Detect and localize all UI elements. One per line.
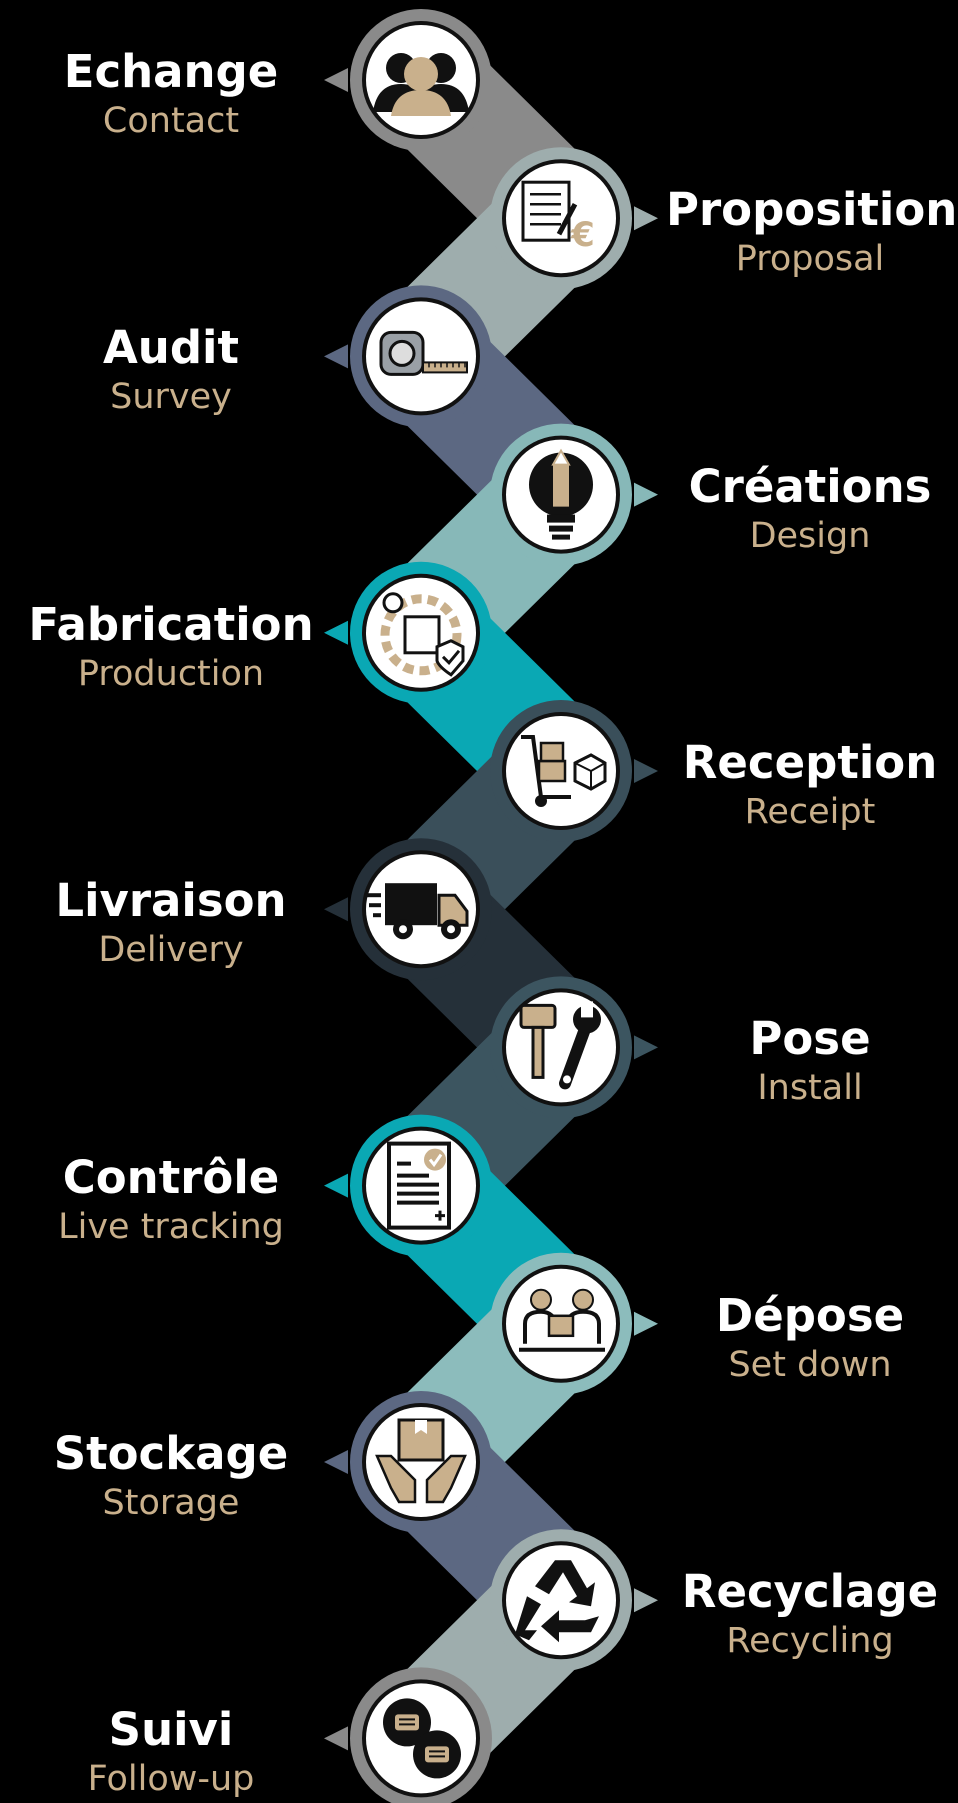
step-subtitle: Survey: [110, 377, 232, 418]
hand-truck-icon: [521, 735, 607, 807]
workers-icon: [519, 1288, 605, 1352]
step-subtitle: Install: [757, 1068, 863, 1109]
step-nodes: €: [324, 9, 658, 1803]
step-node-7: [324, 838, 492, 981]
step-title: Proposition: [666, 183, 958, 237]
step-title: Créations: [688, 459, 932, 513]
step-subtitle: Delivery: [98, 930, 244, 971]
step-title: Dépose: [715, 1288, 905, 1342]
step-title: Echange: [63, 45, 279, 98]
step-title: Recyclage: [681, 1565, 939, 1619]
step-subtitle: Production: [77, 653, 265, 694]
step-node-12: [490, 1529, 658, 1672]
arrow-right-icon: [634, 1035, 658, 1060]
arrow-left-icon: [324, 620, 348, 645]
step-node-5: [324, 561, 492, 704]
lightbulb-pencil-icon: [529, 448, 593, 540]
step-node-13: [324, 1667, 492, 1803]
production-gear-icon: [380, 592, 465, 677]
step-node-8: [490, 976, 658, 1119]
step-node-3: [324, 285, 492, 428]
step-title: Audit: [102, 321, 239, 375]
step-subtitle: Receipt: [744, 792, 876, 832]
step-title: Reception: [682, 736, 938, 789]
tools-icon: [519, 1001, 601, 1090]
step-subtitle: Follow-up: [87, 1759, 255, 1800]
step-title: Pose: [749, 1012, 871, 1066]
arrow-left-icon: [324, 897, 348, 922]
arrow-right-icon: [634, 482, 658, 507]
svg-text:€: €: [570, 215, 595, 255]
step-subtitle: Recycling: [726, 1621, 894, 1662]
arrow-right-icon: [634, 1311, 658, 1336]
tape-measure-icon: [379, 330, 468, 376]
step-node-11: [324, 1391, 492, 1533]
storage-box-icon: [375, 1418, 467, 1504]
truck-icon: [365, 883, 469, 940]
step-subtitle: Set down: [728, 1344, 892, 1385]
arrow-right-icon: [634, 759, 658, 783]
arrow-right-icon: [634, 1588, 658, 1613]
checklist-icon: [387, 1141, 451, 1230]
step-title: Contrôle: [62, 1150, 280, 1204]
step-subtitle: Contact: [102, 101, 240, 141]
arrow-left-icon: [324, 1173, 348, 1198]
step-node-4: [490, 423, 658, 566]
arrow-left-icon: [324, 344, 348, 369]
arrow-left-icon: [324, 68, 348, 92]
step-node-1: [324, 9, 492, 151]
step-node-10: [490, 1252, 658, 1395]
step-node-9: [324, 1114, 492, 1257]
step-title: Fabrication: [28, 597, 314, 651]
step-subtitle: Design: [749, 515, 871, 556]
step-node-2: €: [490, 147, 658, 290]
arrow-right-icon: [634, 206, 658, 231]
arrow-left-icon: [324, 1450, 348, 1474]
people-icon: [373, 53, 469, 116]
step-subtitle: Storage: [102, 1483, 240, 1523]
step-title: Livraison: [55, 874, 287, 928]
arrow-left-icon: [324, 1726, 348, 1751]
step-title: Stockage: [53, 1427, 289, 1480]
step-subtitle: Live tracking: [58, 1206, 284, 1247]
step-title: Suivi: [108, 1703, 234, 1757]
chat-icon: [383, 1698, 461, 1779]
invoice-icon: €: [521, 180, 595, 255]
step-node-6: [490, 700, 658, 842]
step-subtitle: Proposal: [735, 239, 885, 280]
recycle-icon: [515, 1560, 599, 1643]
